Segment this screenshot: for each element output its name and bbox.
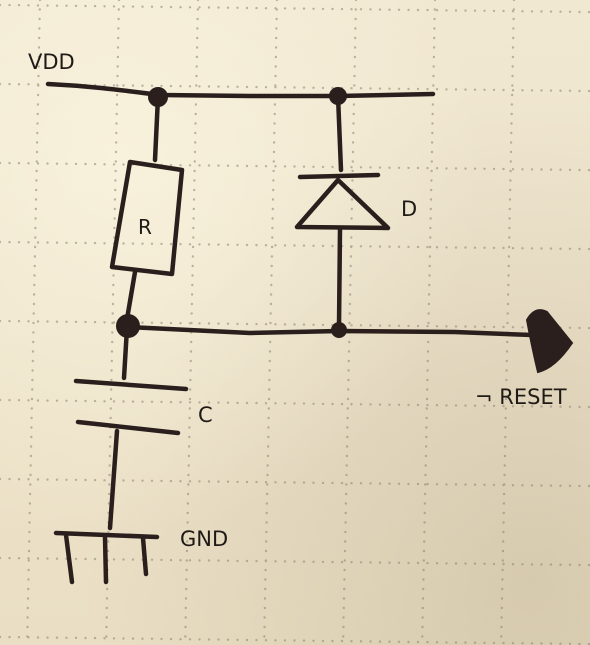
junction-vdd-diode <box>329 87 347 105</box>
vdd-label: VDD <box>28 50 75 74</box>
reset-label: ¬ RESET <box>475 385 567 409</box>
diode-label: D <box>401 197 418 221</box>
diode-cathode-bar <box>297 172 381 180</box>
vdd-rail <box>45 81 436 99</box>
capacitor-plate-bottom <box>75 419 181 436</box>
resistor-label: R <box>138 215 152 239</box>
reset-arrow-head <box>525 309 574 374</box>
capacitor-plate-top <box>73 378 189 392</box>
junction-reset-node <box>116 314 140 338</box>
junction-reset-diode <box>331 322 347 338</box>
junction-vdd-resistor <box>148 87 168 107</box>
resistor-body <box>109 159 185 277</box>
capacitor-label: C <box>198 403 213 427</box>
resistor-top-lead <box>152 94 161 163</box>
ground-bar <box>53 530 160 540</box>
reset-line <box>125 324 535 338</box>
diode-top-lead <box>335 93 344 173</box>
diode-triangle <box>294 177 391 231</box>
diode-bottom-lead <box>336 226 343 329</box>
capacitor-bottom-lead <box>107 428 120 531</box>
ground-prong-3 <box>140 535 149 577</box>
ground-prong-1 <box>63 532 75 585</box>
ground-label: GND <box>180 527 229 551</box>
ground-prong-2 <box>102 534 109 585</box>
